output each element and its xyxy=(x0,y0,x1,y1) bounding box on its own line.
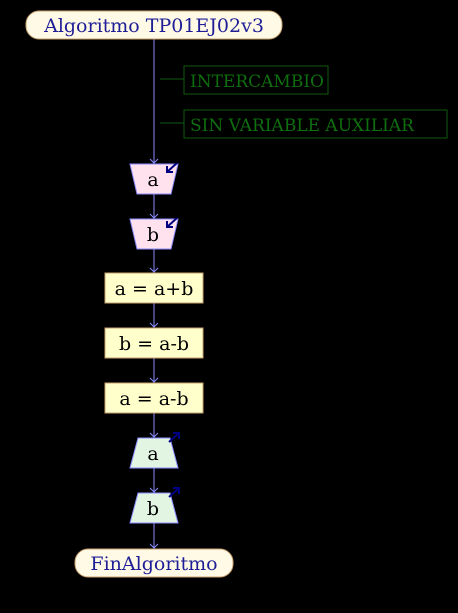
connector-arrowhead xyxy=(149,322,159,328)
connector-arrowheads xyxy=(149,158,159,549)
connector-arrowhead xyxy=(149,487,159,493)
start-terminal-label: Algoritmo TP01EJ02v3 xyxy=(43,15,264,37)
connector-arrowhead xyxy=(149,267,159,273)
comment-intercambio: INTERCAMBIO xyxy=(160,65,329,95)
assignment-node: b = a-b xyxy=(104,327,204,359)
connector-arrowhead xyxy=(149,432,159,438)
comment-label: SIN VARIABLE AUXILIAR xyxy=(190,116,415,136)
comment-label: INTERCAMBIO xyxy=(190,72,324,92)
write-variable-label: a xyxy=(147,443,158,465)
output-arrow-icon xyxy=(168,487,180,498)
input-arrow-icon xyxy=(166,162,178,173)
end-terminal-label: FinAlgoritmo xyxy=(90,553,217,575)
write-b-node: b xyxy=(129,487,180,524)
assignment-node: a = a+b xyxy=(104,272,204,304)
assignment-label: b = a-b xyxy=(119,333,189,355)
connector-arrowhead xyxy=(149,377,159,383)
read-variable-label: a xyxy=(147,169,158,191)
write-variable-label: b xyxy=(147,498,159,520)
assignment-label: a = a-b xyxy=(119,388,188,410)
write-a-node: a xyxy=(129,432,180,469)
connector-arrowhead xyxy=(149,543,159,549)
assignment-label: a = a+b xyxy=(115,278,194,300)
end-terminal: FinAlgoritmo xyxy=(74,548,234,578)
start-terminal: Algoritmo TP01EJ02v3 xyxy=(25,10,283,40)
connector-arrowhead xyxy=(149,158,159,164)
connector-arrowhead xyxy=(149,213,159,219)
read-a-node: a xyxy=(129,162,179,195)
assignment-node: a = a-b xyxy=(104,382,204,414)
read-b-node: b xyxy=(129,217,179,250)
output-arrow-icon xyxy=(168,432,180,443)
comment-sin-variable-auxiliar: SIN VARIABLE AUXILIAR xyxy=(160,109,448,139)
input-arrow-icon xyxy=(166,217,178,228)
read-variable-label: b xyxy=(147,224,159,246)
